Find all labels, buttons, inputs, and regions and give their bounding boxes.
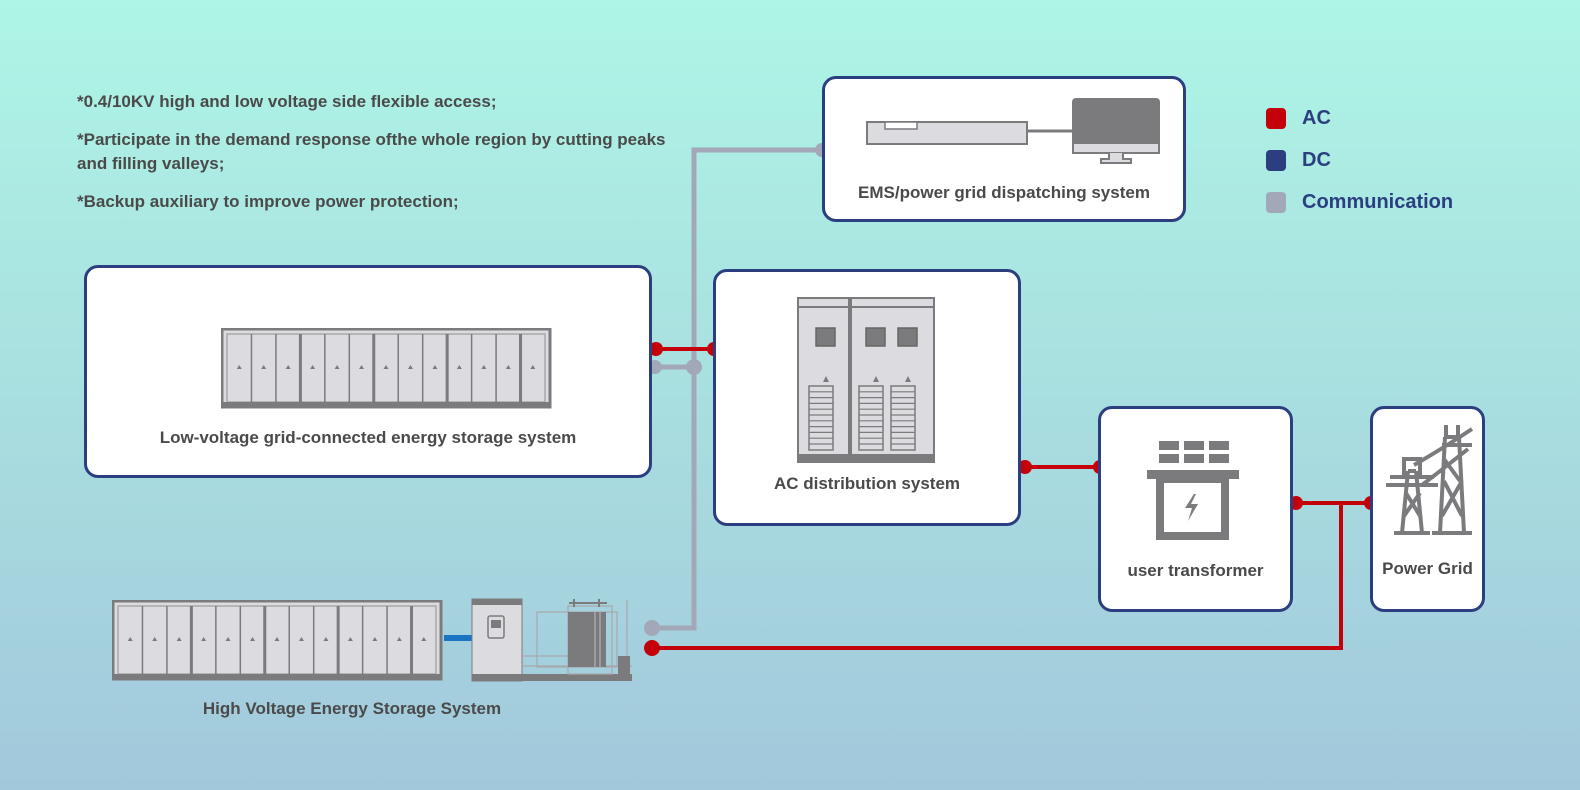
battery-container-icon (112, 600, 443, 681)
node-low-voltage[interactable]: Low-voltage grid-connected energy storag… (84, 265, 652, 478)
legend-item-communication: Communication (1266, 181, 1453, 223)
battery-container-icon (221, 328, 552, 409)
ac-line-high-voltage-to-grid (652, 503, 1343, 650)
dc-swatch-icon (1266, 149, 1286, 171)
node-label: Low-voltage grid-connected energy storag… (159, 428, 577, 447)
legend-label: AC (1302, 106, 1331, 129)
transformer-icon (1147, 441, 1239, 540)
node-high-voltage[interactable] (112, 598, 637, 683)
node-label: AC distribution system (773, 474, 961, 493)
node-label: user transformer (1127, 561, 1264, 580)
legend-label: Communication (1302, 190, 1454, 213)
ac-port (1018, 460, 1032, 474)
ac-port (649, 342, 663, 356)
dc-link (444, 635, 472, 641)
node-label: EMS/power grid dispatching system (858, 183, 1150, 202)
node-power-grid[interactable]: Power Grid (1370, 406, 1485, 612)
comm-port-high-voltage (644, 620, 660, 636)
hv-storage-icon (444, 598, 632, 682)
ac-port-high-voltage (644, 640, 660, 656)
node-ems[interactable]: EMS/power grid dispatching system (822, 76, 1186, 222)
note-item: *Participate in the demand response ofth… (77, 130, 666, 173)
comm-junction (686, 359, 702, 375)
node-ac-distribution[interactable]: AC distribution system (713, 269, 1021, 526)
node-label: Power Grid (1382, 559, 1473, 578)
feature-notes: *0.4/10KV high and low voltage side flex… (77, 90, 677, 228)
distribution-cabinet-icon (797, 297, 935, 463)
node-user-transformer[interactable]: user transformer (1098, 406, 1293, 612)
note-item: *Backup auxiliary to improve power prote… (77, 192, 459, 211)
node-label-high-voltage: High Voltage Energy Storage System (202, 699, 502, 718)
ac-swatch-icon (1266, 107, 1286, 129)
comm-line-ems (652, 147, 820, 631)
legend: AC DC Communication (1266, 97, 1453, 223)
communication-swatch-icon (1266, 191, 1286, 213)
ems-controller-monitor-icon (866, 98, 1160, 164)
legend-item-ac: AC (1266, 97, 1453, 139)
legend-label: DC (1302, 148, 1331, 171)
note-item: *0.4/10KV high and low voltage side flex… (77, 92, 497, 111)
transmission-tower-icon (1386, 425, 1474, 535)
legend-item-dc: DC (1266, 139, 1453, 181)
